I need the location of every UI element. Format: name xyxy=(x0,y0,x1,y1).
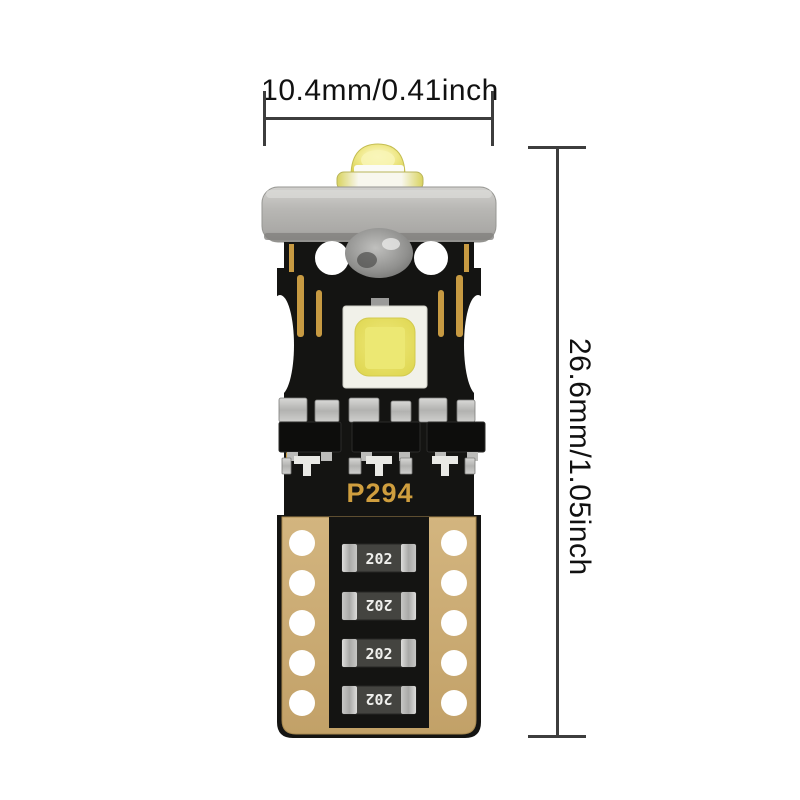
component-leg xyxy=(321,452,332,461)
base-holes-left xyxy=(289,530,315,716)
main-led-chip xyxy=(342,298,428,389)
pcb-marking-text: P294 xyxy=(346,478,413,508)
base-hole xyxy=(289,570,315,596)
base-hole xyxy=(441,610,467,636)
height-dimension-line xyxy=(556,147,559,738)
smd-component-row xyxy=(278,421,486,461)
resistor-cap xyxy=(401,592,416,620)
component-leg xyxy=(287,452,298,461)
solder-pad xyxy=(348,457,362,475)
resistor-4: 202 xyxy=(341,685,417,715)
base-hole xyxy=(289,610,315,636)
solder-pad xyxy=(456,399,476,423)
solder-pad xyxy=(464,457,476,475)
base-hole xyxy=(441,530,467,556)
gold-trace xyxy=(297,275,304,337)
white-t-traces xyxy=(294,456,458,476)
resistor-label: 202 xyxy=(365,690,392,708)
resistor-cap xyxy=(401,639,416,667)
solder-blob-shade xyxy=(357,252,377,268)
solder-blob xyxy=(345,228,413,278)
gold-trace xyxy=(464,244,469,272)
resistor-label: 202 xyxy=(365,550,392,568)
solder-pad xyxy=(348,397,380,423)
pcb-top-hole-left xyxy=(315,241,349,275)
smd-component xyxy=(351,421,421,453)
resistor-cap xyxy=(342,544,357,572)
base-hole xyxy=(289,530,315,556)
resistor-cap xyxy=(342,686,357,714)
base-hole xyxy=(441,690,467,716)
solder-pad xyxy=(418,397,448,423)
height-dimension-label: 26.6mm/1.05inch xyxy=(563,338,596,576)
resistor-cap xyxy=(401,544,416,572)
disc-top-highlight xyxy=(266,190,492,198)
resistor-1: 202 xyxy=(341,543,417,573)
height-dimension-tick-top xyxy=(528,146,586,149)
resistor-label: 202 xyxy=(365,596,392,614)
component-leg xyxy=(399,452,410,461)
resistor-3: 202 xyxy=(341,638,417,668)
wedge-base: 202 202 202 202 xyxy=(277,515,481,738)
base-hole xyxy=(441,570,467,596)
resistor-label: 202 xyxy=(365,645,392,663)
solder-pad xyxy=(390,400,412,423)
led-bulb-photo: P294 xyxy=(261,143,497,738)
base-hole xyxy=(441,650,467,676)
base-hole xyxy=(289,690,315,716)
solder-pad xyxy=(399,457,413,475)
gold-trace xyxy=(316,290,322,337)
width-dimension-label: 10.4mm/0.41inch xyxy=(261,74,499,107)
base-holes-right xyxy=(441,530,467,716)
solder-pad xyxy=(278,397,308,423)
height-dimension-tick-bottom xyxy=(528,735,586,738)
chip-top-tab xyxy=(371,298,389,308)
t-trace xyxy=(294,456,320,476)
resistor-cap xyxy=(401,686,416,714)
width-dimension-line xyxy=(264,117,493,120)
smd-component xyxy=(426,421,486,453)
pcb-top-hole-right xyxy=(414,241,448,275)
gold-trace xyxy=(289,244,294,272)
base-hole xyxy=(289,650,315,676)
solder-pad-row-bottom xyxy=(281,456,476,476)
solder-blob-highlight xyxy=(382,238,400,250)
smd-component xyxy=(278,421,342,453)
gold-trace xyxy=(456,275,463,337)
t-trace xyxy=(432,456,458,476)
gold-trace xyxy=(438,290,444,337)
resistor-2: 202 xyxy=(341,591,417,621)
solder-pad xyxy=(281,457,292,475)
width-dimension-tick-right xyxy=(491,91,494,146)
resistor-cap xyxy=(342,639,357,667)
t-trace xyxy=(366,456,392,476)
component-leg xyxy=(467,452,478,461)
width-dimension-tick-left xyxy=(263,91,266,146)
pcb-waist-right xyxy=(464,295,492,395)
resistor-cap xyxy=(342,592,357,620)
led-dome-lens xyxy=(350,143,406,177)
solder-pad xyxy=(314,399,340,423)
chip-phosphor-inner xyxy=(365,327,405,369)
pcb-waist-left xyxy=(266,295,294,395)
